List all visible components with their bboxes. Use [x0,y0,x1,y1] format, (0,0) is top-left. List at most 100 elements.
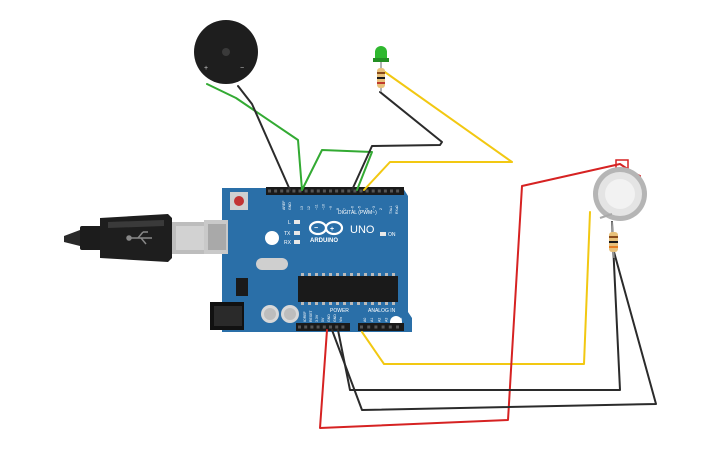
digital-pin-socket[interactable] [341,189,345,193]
power-pin-socket[interactable] [316,325,320,329]
ioref-label: IOREF [303,311,307,322]
digital-pin-socket[interactable] [286,189,290,193]
chip-leg [301,302,304,305]
digital-pin-socket[interactable] [298,189,302,193]
digital-pin-socket[interactable] [304,189,308,193]
power-pin-socket[interactable] [335,325,339,329]
chip-leg [343,273,346,276]
chip-leg [378,302,381,305]
green-led[interactable] [373,46,389,62]
reset-button[interactable] [230,192,248,210]
analog-pin-socket[interactable] [367,325,371,329]
digital-pin-socket[interactable] [359,189,363,193]
tx-led-label: TX [284,231,291,237]
analog-pin-socket[interactable] [396,325,399,329]
yellow-wire-led[interactable] [363,69,513,191]
icsp-header [236,278,248,296]
force-sensor[interactable] [593,159,647,221]
black-wire-gnd-2[interactable] [337,221,621,391]
rx-led-label: RX [284,240,292,246]
vin-label: Vin [339,317,343,322]
sensor-resistor[interactable] [609,221,618,259]
usb-cable[interactable] [64,214,208,262]
digital-pin-label: 4 [365,208,369,210]
digital-pin-socket[interactable] [390,189,393,193]
chip-leg [350,273,353,276]
digital-pin-socket[interactable] [365,189,369,193]
chip-leg [378,273,381,276]
digital-pin-label: ~9 [329,206,333,210]
power-pin-socket[interactable] [304,325,308,329]
digital-pin-socket[interactable] [353,189,357,193]
power-pin-socket[interactable] [322,325,326,329]
digital-pin-label: ~11 [314,204,318,210]
analog-pin-label: A3 [385,318,389,322]
piezo-buzzer[interactable]: + − [194,20,258,84]
chip-leg [322,302,325,305]
digital-pin-label: 13 [300,206,304,210]
digital-pin-label: ~6 [350,206,354,210]
capacitor [281,305,299,323]
black-wire-led[interactable] [351,91,443,191]
analog-pin-socket[interactable] [381,325,385,329]
power-pin-socket[interactable] [298,325,301,329]
chip-leg [364,302,367,305]
chip-leg [329,302,332,305]
analog-pin-label: A2 [377,318,381,322]
power-jack [210,302,244,330]
digital-header[interactable] [266,187,404,195]
power-pin-socket[interactable] [310,325,314,329]
chip-leg [343,302,346,305]
digital-pin-socket[interactable] [316,189,320,193]
digital-pin-socket[interactable] [292,189,296,193]
digital-pin-label: 2 [379,208,383,210]
atmega-chip [298,273,398,305]
power-pin-socket[interactable] [341,325,345,329]
digital-pin-socket[interactable] [371,189,375,193]
digital-pin-socket[interactable] [268,189,271,193]
green-wire[interactable] [206,83,373,191]
3v3-label: 3.3V [315,314,319,322]
chip-leg [350,302,353,305]
led-resistor[interactable] [377,62,385,92]
digital-pin-socket[interactable] [335,189,339,193]
analog-pin-socket[interactable] [374,325,378,329]
chip-leg [301,273,304,276]
chip-leg [385,302,388,305]
power-header[interactable] [296,323,350,331]
svg-text:+: + [330,226,334,233]
power-pin-socket[interactable] [329,325,332,329]
yellow-wire-sensor[interactable] [361,211,591,365]
analog-pin-socket[interactable] [388,325,392,329]
digital-pin-socket[interactable] [310,189,314,193]
buzzer-minus-label: − [240,65,244,72]
brand-label: ARDUINO [310,238,338,244]
l-led [294,220,300,224]
buzzer-plus-label: + [204,65,208,72]
svg-text:−: − [314,225,318,232]
gnd-label: GND [333,314,337,322]
black-wire-buzzer[interactable] [237,85,291,191]
digital-pin-socket[interactable] [383,189,387,193]
crystal-oscillator [256,258,288,270]
capacitor [261,305,279,323]
rx-led [294,240,300,244]
analog-pin-label: A0 [363,318,367,322]
digital-pin-label: ~3 [372,206,376,210]
usb-icon [126,231,152,245]
chip-leg [357,302,360,305]
analog-pin-socket[interactable] [360,325,363,329]
analog-header[interactable] [358,323,404,331]
arduino-uno-board[interactable]: L TX RX ON − + ARDUINO UNO DIGITAL (PWM~… [204,187,412,332]
digital-pin-socket[interactable] [322,189,326,193]
5v-label: 5V [321,317,325,322]
digital-pin-socket[interactable] [280,189,284,193]
digital-pin-socket[interactable] [377,189,381,193]
digital-pin-socket[interactable] [396,189,400,193]
digital-pin-socket[interactable] [347,189,351,193]
analog-pin-label: A5 [399,318,403,322]
aref-label: AREF [282,201,286,210]
digital-pin-socket[interactable] [329,189,332,193]
digital-pin-socket[interactable] [274,189,278,193]
